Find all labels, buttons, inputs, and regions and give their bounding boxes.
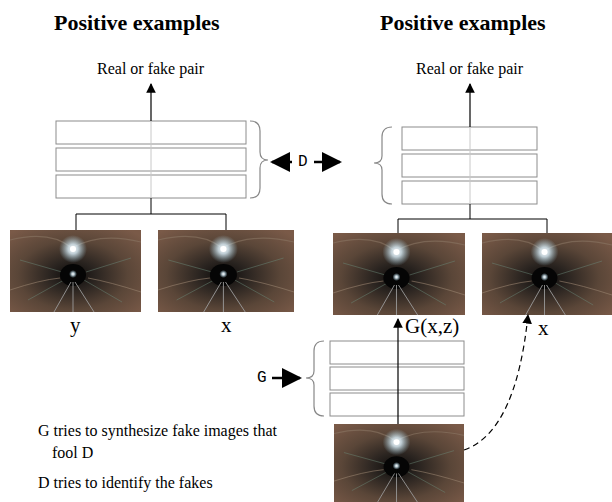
image-panel: x [158,230,294,312]
note-text: D tries to identify the fakes [38,472,312,494]
image-label: G(x,z) [404,315,460,338]
generator-arrow [397,319,398,424]
brace [374,127,392,204]
tunnel-image [482,233,612,315]
output-label: Real or fake pair [416,60,523,78]
brace [250,121,268,198]
image-panel: x [482,233,612,315]
pointer-arrow [272,377,300,380]
pointer-arrow [272,161,292,164]
input-wires [76,198,226,230]
image-label: x [220,314,233,337]
network-name: D [296,153,310,171]
image-label: x [537,317,550,340]
image-panel: G(x,z) [333,233,465,315]
network-layers [56,121,246,198]
network-layers [330,341,464,416]
network-layers [402,127,537,204]
note-text: G tries to synthesize fake images that f… [38,420,292,464]
tunnel-image [333,233,465,315]
output-arrow [469,84,470,127]
tunnel-image [158,230,294,312]
brace [306,341,324,416]
pointer-arrow [314,161,340,164]
output-arrow [150,84,151,121]
tunnel-image [334,424,464,502]
image-panel: y [10,230,141,312]
image-label: y [69,314,82,337]
image-panel: x [334,424,464,502]
output-label: Real or fake pair [97,60,204,78]
tunnel-image [10,230,141,312]
panel-title: Positive examples [54,10,220,36]
dashed-arrow [464,315,528,450]
network-name: G [255,369,269,387]
input-wires [398,204,547,233]
panel-title: Positive examples [380,10,546,36]
